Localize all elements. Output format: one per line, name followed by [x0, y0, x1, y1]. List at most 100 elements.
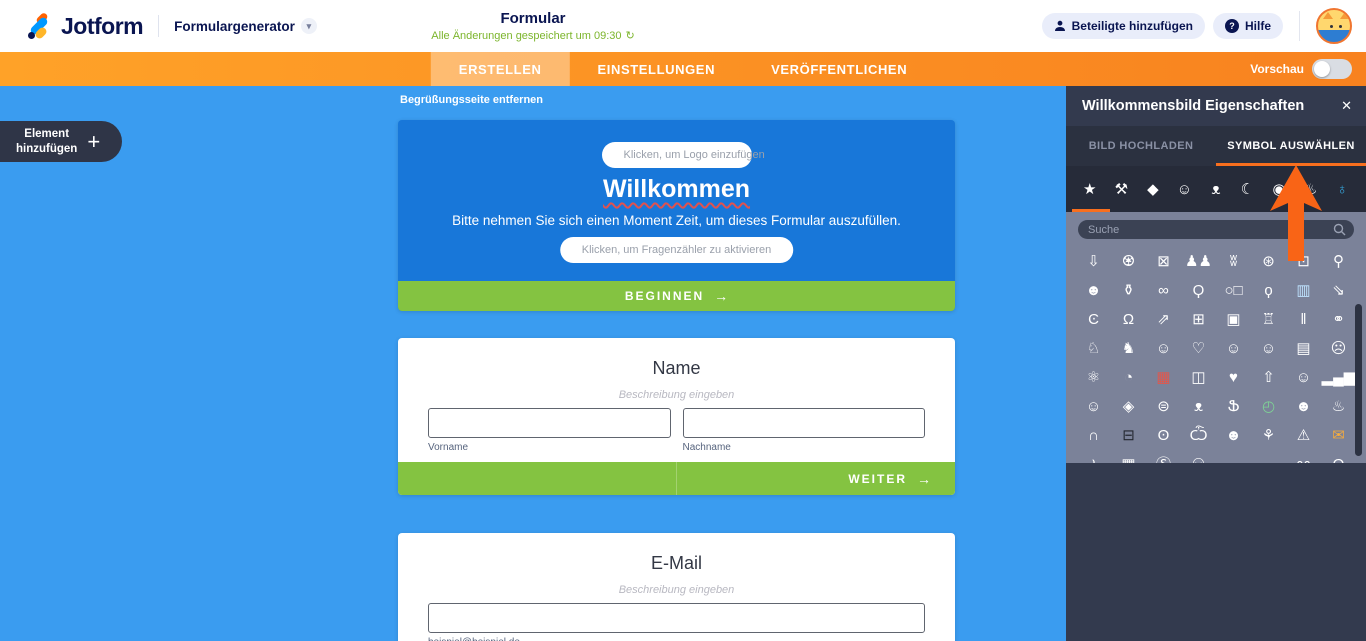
family-icon[interactable]: ♟♟	[1185, 253, 1212, 270]
search-input[interactable]	[1088, 223, 1333, 236]
monkey-icon[interactable]: ʘ	[1157, 427, 1170, 444]
cloud-icon[interactable]: ☁	[1251, 450, 1286, 463]
balloon-stick-icon[interactable]: ϙ	[1264, 282, 1273, 299]
briefcase-category-icon[interactable]: ⚒	[1114, 181, 1129, 198]
star-category-icon[interactable]: ★	[1083, 181, 1097, 198]
monitor-icon[interactable]: ⊟	[1122, 427, 1135, 444]
shapes-icon[interactable]: ○□	[1224, 282, 1243, 299]
barcode-ticket-icon[interactable]: ▥	[1296, 282, 1311, 299]
diamond-necklace-icon[interactable]: ◈	[1122, 398, 1135, 415]
exclamation-bubble-icon[interactable]: ⚠	[1296, 427, 1311, 444]
revision-history-icon[interactable]: ↻	[625, 30, 635, 42]
moon-face-icon[interactable]: ◔	[1123, 369, 1134, 386]
devil-smiley-icon[interactable]: ☻	[1085, 282, 1102, 299]
balloons-icon[interactable]: ⚭	[1332, 311, 1345, 328]
welcome-title[interactable]: Willkommen	[602, 175, 751, 203]
angel-face-icon[interactable]: ☺	[1225, 340, 1242, 357]
movie-camera-category-icon[interactable]: ◉	[1272, 181, 1286, 198]
treasure-chest-icon[interactable]: ▣	[1226, 311, 1241, 328]
winking-face-icon[interactable]: ☺	[1155, 340, 1172, 357]
heart-card-icon[interactable]: ♡	[1191, 340, 1206, 357]
tab-veroeffentlichen[interactable]: VERÖFFENTLICHEN	[771, 61, 908, 77]
bus-icon[interactable]: ▦	[1156, 369, 1171, 386]
cool-face-icon[interactable]: ☻	[1295, 398, 1312, 415]
welcome-subtitle[interactable]: Bitte nehmen Sie sich einen Moment Zeit,…	[452, 213, 901, 228]
tab-bild-hochladen[interactable]: BILD HOCHLADEN	[1088, 140, 1194, 152]
add-logo-pill[interactable]: Klicken, um Logo einzufügen	[601, 142, 765, 168]
compass-icon[interactable]: ⊛	[1262, 253, 1275, 270]
welcome-card[interactable]: Klicken, um Logo einzufügen Willkommen B…	[398, 120, 955, 311]
grinning-face-icon[interactable]: ☺	[1085, 398, 1102, 415]
calculator-icon[interactable]: ▦	[1111, 450, 1146, 463]
gift-box-icon[interactable]: ⊞	[1192, 311, 1205, 328]
weary-face-icon[interactable]: ☹	[1330, 340, 1347, 357]
easter-egg-icon[interactable]: ⊜	[1157, 398, 1170, 415]
profile-photo-icon[interactable]: ⊡	[1297, 253, 1310, 270]
graduation-cap-category-icon[interactable]: ◆	[1147, 181, 1159, 198]
tab-symbol-auswaehlen[interactable]: SYMBOL AUSWÄHLEN	[1227, 140, 1355, 152]
animal-category-icon[interactable]: ᴥ	[1211, 180, 1221, 198]
name-field-card[interactable]: Name Beschreibung eingeben Vorname Nachn…	[398, 338, 955, 495]
panda-face-icon[interactable]: ⚇	[1181, 450, 1216, 463]
heart-dollar-icon[interactable]: ♥	[1229, 369, 1238, 386]
chain-hook-icon[interactable]: ⚯	[1286, 450, 1321, 463]
popcorn-category-icon[interactable]: ♨	[1303, 181, 1318, 198]
pig-face-icon[interactable]: Ѽ	[1189, 427, 1208, 444]
help-button[interactable]: ? Hilfe	[1212, 13, 1283, 39]
download-tray-icon[interactable]: ⇩	[1087, 253, 1100, 270]
name-card-description[interactable]: Beschreibung eingeben	[618, 389, 735, 401]
monkey-face-icon[interactable]: ᴥ	[1193, 398, 1204, 415]
clock-icon[interactable]: ◴	[1261, 398, 1276, 415]
torch-icon[interactable]: ≀	[1076, 450, 1111, 463]
open-folder-icon[interactable]: ▤	[1296, 340, 1311, 357]
first-name-input[interactable]	[428, 408, 671, 438]
jotform-logo-text[interactable]: Jotform	[61, 12, 144, 39]
declining-chart-icon[interactable]: ⇘	[1332, 282, 1345, 299]
dog-sitting-icon[interactable]: ♞	[1121, 340, 1136, 357]
globe-category-icon[interactable]: ♁	[1336, 180, 1348, 198]
email-card-description[interactable]: Beschreibung eingeben	[618, 584, 735, 596]
preview-toggle[interactable]	[1312, 59, 1352, 79]
lollipop-tree-icon[interactable]: Ϙ	[1192, 282, 1205, 299]
eyeglasses-icon[interactable]: ∞	[1158, 282, 1169, 299]
jotform-logo-icon[interactable]	[26, 11, 52, 41]
smiley-category-icon[interactable]: ☺	[1176, 180, 1193, 198]
pacman-moon-category-icon[interactable]: ☾	[1240, 181, 1255, 198]
close-icon[interactable]: ✕	[1341, 98, 1352, 113]
whisk-icon[interactable]: ⚘	[1261, 427, 1276, 444]
dollar-egg-icon[interactable]: Ⓢ	[1146, 450, 1181, 463]
tab-erstellen[interactable]: ERSTELLEN	[430, 52, 570, 86]
upload-folder-icon[interactable]: ⇧	[1262, 369, 1275, 386]
pumpkin-face-icon[interactable]: ☻	[1225, 427, 1242, 444]
scrollbar[interactable]	[1355, 304, 1362, 456]
matchstick-icon[interactable]: ⚲	[1333, 253, 1344, 270]
crayons-icon[interactable]: ‖	[1300, 311, 1307, 328]
lantern-icon[interactable]: Ω	[1122, 311, 1135, 328]
duck-icon[interactable]: Ֆ	[1227, 398, 1240, 415]
avatar[interactable]	[1316, 8, 1352, 44]
start-button[interactable]: BEGINNEN →	[398, 281, 955, 311]
enable-question-counter-pill[interactable]: Klicken, um Fragenzähler zu aktivieren	[559, 237, 794, 263]
growth-chart-icon[interactable]: ⇗	[1157, 311, 1170, 328]
camera-cart-icon[interactable]: ◫	[1191, 369, 1206, 386]
cloud-error-icon[interactable]: ☁	[1216, 450, 1251, 463]
envelope-icon[interactable]: ✉	[1332, 427, 1345, 444]
bat-icon[interactable]: ʬ	[1229, 253, 1238, 270]
email-field-card[interactable]: E-Mail Beschreibung eingeben beispiel@be…	[398, 533, 955, 641]
next-button[interactable]: WEITER →	[676, 462, 955, 495]
bar-chart-icon[interactable]: ▂▄▆	[1321, 369, 1356, 386]
email-input[interactable]	[428, 603, 925, 633]
atom-icon[interactable]: ⚛	[1086, 369, 1101, 386]
angel-face-2-icon[interactable]: ☺	[1260, 340, 1277, 357]
product-switcher[interactable]: Formulargenerator ▾	[174, 18, 317, 34]
smiling-face-icon[interactable]: ☺	[1295, 369, 1312, 386]
remove-welcome-page-link[interactable]: Begrüßungsseite entfernen	[400, 94, 544, 106]
baby-bottle-icon[interactable]: ⚱	[1122, 282, 1135, 299]
campfire-icon[interactable]: ♨	[1331, 398, 1346, 415]
round-pin-icon[interactable]: Ǫ	[1321, 450, 1356, 463]
no-image-icon[interactable]: ⊠	[1157, 253, 1170, 270]
piggy-bank-icon[interactable]: ∩	[1088, 427, 1099, 444]
tab-einstellungen[interactable]: EINSTELLUNGEN	[597, 61, 716, 77]
bank-building-icon[interactable]: ♖	[1261, 311, 1276, 328]
